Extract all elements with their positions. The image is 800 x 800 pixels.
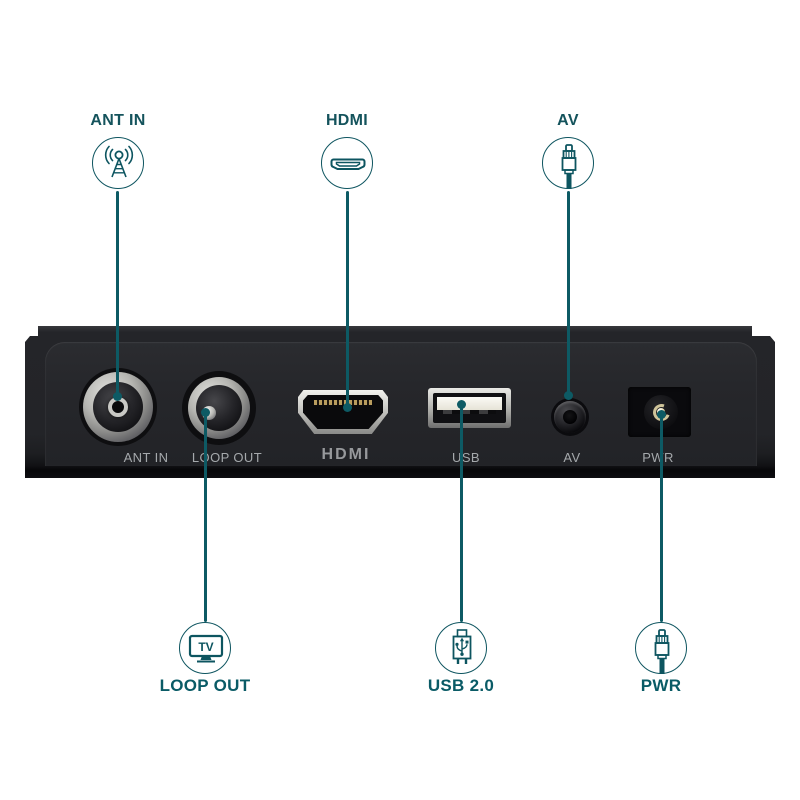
callout-label-av: AV	[557, 112, 579, 129]
rca-plug-icon	[561, 144, 577, 189]
hdmi-port	[298, 390, 388, 434]
usb-port-tongue	[437, 397, 502, 410]
antenna-icon	[104, 145, 134, 178]
callout-circle-hdmi	[321, 137, 373, 189]
callout-line-av	[566, 191, 570, 396]
tv-icon: TV	[188, 634, 224, 663]
callout-dot-av	[563, 391, 573, 400]
device-label-av: AV	[563, 450, 581, 465]
callout-circle-ant-in	[92, 137, 144, 189]
callout-circle-loop-out: TV	[179, 622, 231, 674]
callout-line-hdmi	[345, 191, 349, 408]
callout-circle-av	[542, 137, 594, 189]
device-label-pwr: PWR	[642, 450, 674, 465]
callout-circle-pwr	[635, 622, 687, 674]
device-label-hdmi: HDMI	[321, 446, 371, 463]
usb-plug-icon	[452, 629, 472, 664]
callout-dot-loop-out	[200, 408, 210, 417]
callout-label-loop-out: LOOP OUT	[159, 676, 251, 695]
callout-circle-usb	[435, 622, 487, 674]
callout-dot-usb	[456, 400, 466, 409]
callout-label-usb-2-0: USB 2.0	[427, 676, 495, 695]
callout-dot-pwr	[656, 410, 666, 419]
device-label-usb: USB	[452, 450, 480, 465]
power-plug-icon	[654, 629, 670, 674]
callout-label-pwr: PWR	[640, 676, 682, 695]
usb-port-contacts	[443, 410, 496, 414]
device-label-loop-out: LOOP OUT	[191, 450, 263, 465]
callout-dot-hdmi	[342, 403, 352, 412]
device-rear-panel: ANT IN LOOP OUT HDMI USB AV PWR	[25, 326, 775, 478]
callout-line-usb	[459, 404, 463, 622]
callout-dot-ant-in	[112, 392, 122, 401]
callout-line-loop-out	[203, 413, 207, 622]
av-port-hole	[563, 410, 577, 424]
callout-label-hdmi: HDMI	[325, 112, 369, 129]
callout-label-ant-in: ANT IN	[90, 112, 146, 129]
device-label-ant-in: ANT IN	[123, 450, 169, 465]
hdmi-connector-icon	[330, 158, 366, 170]
tv-icon-text: TV	[198, 640, 213, 654]
usb-port	[428, 388, 511, 428]
callout-line-ant-in	[115, 191, 119, 397]
hdmi-port-pins	[314, 400, 372, 405]
callout-line-pwr	[659, 414, 663, 622]
